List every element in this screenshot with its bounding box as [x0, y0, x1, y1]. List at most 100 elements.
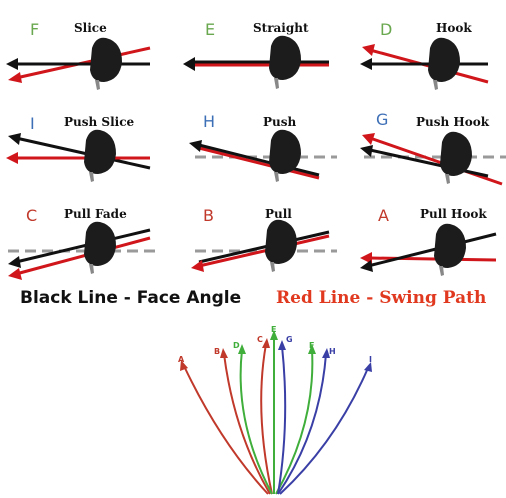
club-head — [440, 131, 472, 176]
swing-path-line — [198, 146, 320, 180]
face-angle-arrowhead — [360, 58, 372, 70]
face-angle-line — [15, 136, 151, 170]
club-hosel — [433, 80, 438, 90]
flight-label-h: H — [329, 347, 336, 356]
shot-name: Pull — [265, 207, 292, 221]
shot-cell-straight: E Straight — [169, 0, 337, 95]
flight-path-g — [277, 345, 287, 495]
flight-arrowhead-c — [262, 338, 270, 348]
swing-path-arrowhead — [6, 152, 18, 164]
flight-label-i: I — [369, 355, 372, 364]
shot-name: Hook — [436, 21, 472, 35]
shot-cell-push: H Push — [169, 100, 337, 195]
club-hosel — [89, 172, 94, 182]
face-angle-arrowhead — [189, 140, 202, 152]
slice-diagram — [6, 37, 151, 90]
flight-path-b — [223, 353, 271, 495]
shot-letter: H — [203, 112, 216, 131]
flight-label-f: F — [309, 341, 315, 350]
shot-letter: B — [203, 206, 214, 225]
shot-name: Straight — [253, 21, 309, 35]
swing-path-arrowhead — [362, 133, 375, 145]
shot-letter: C — [26, 206, 38, 225]
shot-letter: D — [380, 20, 393, 39]
shot-cell-pull-fade: C Pull Fade — [0, 196, 168, 291]
pull-hook-diagram — [360, 223, 497, 276]
club-head — [269, 35, 301, 80]
flight-arrowhead-d — [238, 344, 246, 354]
flight-path-a — [183, 365, 269, 495]
club-hosel — [270, 262, 275, 272]
club-head — [269, 129, 301, 174]
shot-letter: A — [378, 206, 389, 225]
shot-name: Push Hook — [416, 115, 490, 129]
club-hosel — [445, 174, 450, 184]
club-head — [434, 223, 466, 268]
shot-cell-hook: D Hook — [338, 0, 506, 95]
face-angle-arrowhead — [8, 256, 21, 268]
swing-path-arrowhead — [8, 268, 22, 280]
face-angle-line — [198, 230, 330, 264]
shot-letter: E — [205, 20, 216, 39]
club-head — [265, 219, 297, 264]
flight-arrowhead-i — [364, 362, 372, 372]
flight-arrowhead-e — [270, 330, 278, 340]
push-hook-diagram — [360, 131, 506, 186]
flight-arrowhead-a — [180, 360, 188, 371]
shot-cell-push-hook: G Push Hook — [338, 100, 506, 195]
flight-path-c — [260, 343, 273, 495]
flight-label-e: E — [271, 325, 277, 334]
legend-swing-path: Red Line - Swing Path — [276, 288, 487, 308]
shot-letter: I — [30, 114, 35, 133]
shot-cell-pull: B Pull — [169, 196, 337, 291]
club-hosel — [95, 80, 100, 90]
swing-path-arrowhead — [183, 57, 195, 71]
face-angle-line — [15, 228, 151, 264]
swing-path-line — [15, 236, 151, 276]
flight-arrowhead-b — [220, 348, 228, 358]
flight-arrowhead-h — [322, 348, 330, 358]
club-hosel — [274, 172, 279, 182]
push-slice-diagram — [6, 129, 151, 182]
swing-path-arrowhead — [360, 252, 372, 264]
shot-name: Pull Fade — [64, 207, 127, 221]
flight-path-h — [277, 353, 327, 495]
shot-name: Push Slice — [64, 115, 135, 129]
face-angle-arrowhead — [360, 145, 373, 157]
club-hosel — [439, 266, 444, 276]
club-head — [90, 37, 122, 82]
shot-cell-pull-hook: A Pull Hook — [338, 196, 506, 291]
face-angle-arrowhead — [8, 133, 21, 145]
club-hosel — [274, 78, 279, 89]
flight-label-g: G — [286, 335, 293, 344]
pull-diagram — [191, 219, 337, 272]
face-angle-arrowhead — [360, 260, 373, 272]
straight-diagram — [183, 35, 329, 89]
legend-face-angle: Black Line - Face Angle — [20, 288, 242, 308]
push-diagram — [189, 129, 337, 182]
swing-path-line — [198, 234, 330, 268]
flight-path-d — [239, 349, 273, 495]
face-angle-line — [367, 232, 497, 268]
swing-path-arrowhead — [8, 72, 22, 83]
shot-letter: F — [30, 20, 40, 39]
flight-path-f — [275, 349, 314, 495]
flight-path-i — [279, 367, 369, 495]
hook-diagram — [360, 37, 489, 90]
club-hosel — [89, 264, 94, 274]
flight-label-b: B — [214, 347, 221, 356]
shot-name: Push — [263, 115, 297, 129]
flight-arrowhead-f — [308, 344, 316, 354]
club-head — [84, 221, 116, 266]
shot-name: Pull Hook — [420, 207, 487, 221]
shot-cell-slice: F Slice — [0, 0, 168, 95]
swing-path-arrowhead — [362, 44, 375, 56]
shot-letter: G — [376, 110, 389, 129]
ball-flight-fan — [180, 330, 372, 495]
club-head — [84, 129, 116, 174]
club-head — [428, 37, 460, 82]
swing-path-line — [369, 256, 497, 262]
swing-path-arrowhead — [191, 260, 204, 272]
shot-name: Slice — [74, 21, 107, 35]
face-angle-line — [369, 148, 489, 178]
